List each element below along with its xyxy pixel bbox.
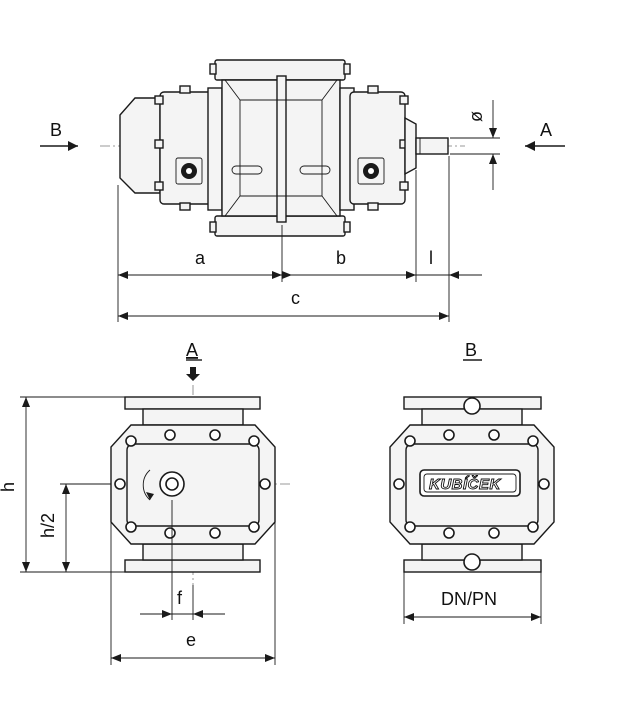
dim-a-arrow-l — [118, 271, 128, 279]
view-a: A h h/2 — [0, 340, 290, 665]
right-bolt-3 — [399, 181, 409, 191]
left-gear-housing — [119, 97, 161, 194]
dim-b-arrow-r — [406, 271, 416, 279]
dim-b-arrow-l — [282, 271, 292, 279]
view-arrow-a-head — [525, 141, 535, 151]
dim-h2-arrow-bottom — [62, 562, 70, 572]
diam-arrow-top — [489, 128, 497, 138]
view-a-cover — [126, 443, 260, 527]
top-view: B A ø a b l c — [40, 59, 565, 322]
diameter-label: ø — [466, 111, 486, 122]
flange-bolt-tr — [343, 63, 351, 75]
view-a-shaft — [165, 477, 179, 491]
dim-l-label: l — [429, 248, 433, 268]
dim-f-arrow-r — [193, 610, 203, 618]
right-bolt-4 — [367, 85, 379, 94]
view-label-b: B — [50, 120, 62, 140]
view-a-title: A — [186, 340, 198, 360]
diam-arrow-bottom — [489, 154, 497, 164]
view-b-bolts — [393, 429, 550, 539]
view-a-down-arrow-icon — [186, 367, 200, 381]
view-a-bottom-flange — [124, 559, 261, 573]
rotation-arrow-head-icon — [146, 492, 154, 500]
left-bolt-4 — [179, 85, 191, 94]
view-a-bolts — [114, 429, 271, 539]
dim-h-arrow-top — [22, 397, 30, 407]
left-bolt-1 — [154, 95, 164, 105]
left-bearing-cover — [159, 91, 216, 205]
right-bolt-5 — [367, 202, 379, 211]
housing-rib-left — [224, 79, 241, 217]
dim-dn-arrow-l — [404, 613, 414, 621]
dim-f-label: f — [177, 588, 183, 608]
view-a-bottom-neck — [142, 543, 244, 561]
housing-rib-right — [321, 79, 338, 217]
dim-h2-arrow-top — [62, 484, 70, 494]
dim-l-arrow — [449, 271, 459, 279]
view-b-title: B — [465, 340, 477, 360]
shaft-collar — [404, 116, 417, 176]
right-grease-nipple-center — [368, 168, 374, 174]
left-grease-nipple-center — [186, 168, 192, 174]
slot-left — [231, 165, 263, 175]
brand-logo: KUBÍČEK — [429, 475, 502, 493]
slot-right — [299, 165, 331, 175]
left-grease-box — [175, 157, 203, 185]
view-arrow-b-head — [68, 141, 78, 151]
view-label-a: A — [540, 120, 552, 140]
drive-shaft — [415, 137, 449, 155]
dim-h-arrow-bottom — [22, 562, 30, 572]
dim-c-arrow-l — [118, 312, 128, 320]
dim-e-arrow-r — [265, 654, 275, 662]
dim-e-arrow-l — [111, 654, 121, 662]
dim-h2-label: h/2 — [38, 513, 58, 538]
dim-dn-label: DN/PN — [441, 589, 497, 609]
view-a-top-neck — [142, 408, 244, 426]
left-bolt-3 — [154, 181, 164, 191]
right-bolt-1 — [399, 95, 409, 105]
dim-a-arrow-r — [272, 271, 282, 279]
dim-f-arrow-l — [162, 610, 172, 618]
dim-e-label: e — [186, 630, 196, 650]
right-bearing-cover — [349, 91, 406, 205]
left-bolt-5 — [179, 202, 191, 211]
view-b-bottom-plug — [463, 553, 481, 571]
right-grease-box — [357, 157, 385, 185]
dim-c-arrow-r — [439, 312, 449, 320]
left-end-flange — [207, 87, 223, 211]
view-b-top-plug — [463, 397, 481, 415]
logo-plate-inner — [423, 473, 517, 493]
flange-bolt-br — [343, 221, 351, 233]
flange-bolt-bl — [209, 221, 217, 233]
dim-c-label: c — [291, 288, 300, 308]
view-b: B KUBÍČEK DN/PN — [389, 340, 555, 624]
dim-dn-arrow-r — [531, 613, 541, 621]
view-a-top-flange — [124, 396, 261, 410]
dim-h-label: h — [0, 482, 18, 492]
flange-bolt-tl — [209, 63, 217, 75]
left-bolt-2 — [154, 139, 164, 149]
dim-b-label: b — [336, 248, 346, 268]
rotation-arrow — [142, 469, 151, 501]
dim-a-label: a — [195, 248, 206, 268]
housing-mid-ring — [276, 75, 287, 223]
